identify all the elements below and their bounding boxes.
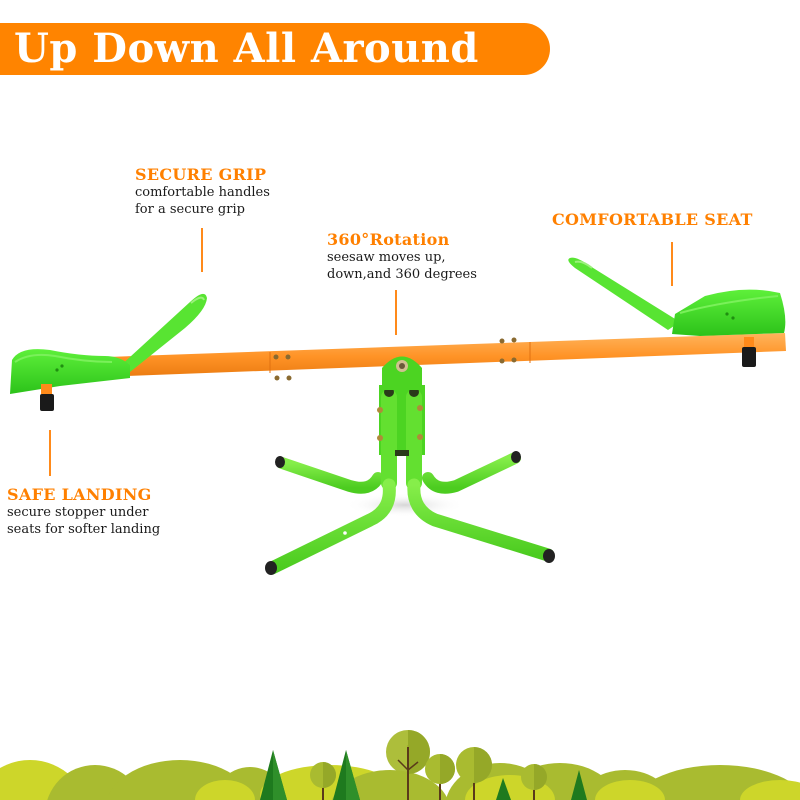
callout-line: comfortable handles <box>135 185 270 200</box>
callout-secure-grip: SECURE GRIP comfortable handles for a se… <box>135 165 270 218</box>
handle-icon <box>568 257 680 330</box>
pivot-hub-icon <box>377 385 425 490</box>
callout-line: seats for softer landing <box>7 522 161 537</box>
seat-icon <box>568 257 786 336</box>
base-leg-icon <box>275 451 521 494</box>
seat-icon <box>10 293 207 394</box>
page-title: Up Down All Around <box>14 25 479 72</box>
callout-line: seesaw moves up, <box>327 250 446 265</box>
leader-line-rotation <box>395 290 397 335</box>
callout-line: down,and 360 degrees <box>327 267 477 282</box>
leader-line-safe-landing <box>49 430 51 476</box>
hills-and-trees-icon <box>0 730 800 800</box>
seesaw-bar <box>22 333 786 381</box>
callout-rotation: 360°Rotation seesaw moves up, down,and 3… <box>327 230 477 283</box>
title-banner: Up Down All Around <box>0 23 550 75</box>
handle-icon <box>118 293 207 372</box>
stopper-icon <box>40 384 54 411</box>
callout-heading: 360°Rotation <box>327 230 450 249</box>
callout-heading: SECURE GRIP <box>135 165 267 184</box>
leader-line-secure-grip <box>201 228 203 272</box>
callout-heading: COMFORTABLE SEAT <box>552 210 753 229</box>
callout-heading: SAFE LANDING <box>7 485 152 504</box>
callout-line: secure stopper under <box>7 505 149 520</box>
callout-line: for a secure grip <box>135 202 245 217</box>
callout-comfortable-seat: COMFORTABLE SEAT <box>552 210 753 229</box>
leader-line-comfortable-seat <box>671 242 673 286</box>
base-leg-icon <box>265 478 555 575</box>
callout-safe-landing: SAFE LANDING secure stopper under seats … <box>7 485 160 538</box>
stopper-icon <box>742 337 756 367</box>
